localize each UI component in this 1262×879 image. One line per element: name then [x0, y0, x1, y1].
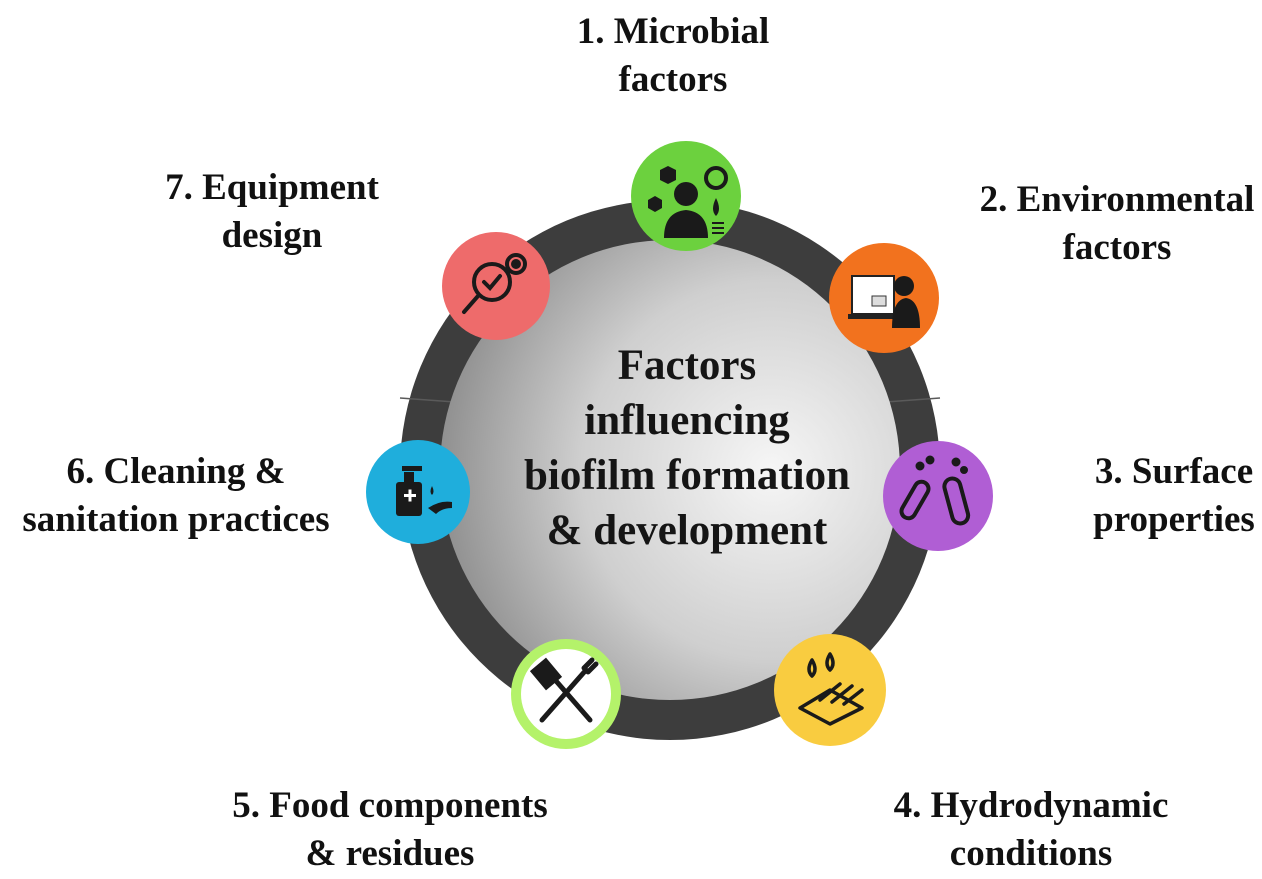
- center-title-line-2: influencing: [584, 397, 790, 444]
- factor-label-environmental: 2. Environmental factors: [952, 176, 1262, 272]
- factor-node-2: [829, 243, 939, 353]
- factor-label-food: 5. Food components & residues: [210, 782, 570, 878]
- water-flow-icon: [798, 652, 864, 726]
- grill-utensils-icon: [529, 657, 599, 723]
- factor-label-line-1: 1. Microbial: [576, 11, 770, 52]
- center-title-line-3: biofilm formation: [523, 452, 851, 499]
- factor-label-cleaning: 6. Cleaning & sanitation practices: [0, 448, 352, 544]
- factor-label-line-2: properties: [1093, 499, 1255, 540]
- factor-label-line-1: 3. Surface: [1094, 451, 1254, 492]
- hand-sanitizer-icon: [396, 466, 452, 516]
- factor-label-line-2: conditions: [949, 833, 1113, 874]
- factor-node-5: [511, 639, 621, 749]
- test-tubes-icon: [899, 455, 971, 526]
- factor-label-line-1: 7. Equipment: [165, 167, 379, 208]
- factor-node-4: [774, 634, 886, 746]
- magnifier-gear-icon: [462, 253, 527, 314]
- lab-worker-icon: [848, 275, 920, 328]
- center-disc: [440, 240, 900, 700]
- center-title-line-1: Factors: [617, 342, 757, 389]
- factor-label-line-1: 5. Food components: [232, 785, 548, 826]
- factor-node-1: [631, 141, 741, 251]
- factor-label-line-1: 4. Hydrodynamic: [893, 785, 1169, 826]
- factor-label-line-1: 2. Environmental: [979, 179, 1255, 220]
- factor-label-line-2: factors: [618, 59, 728, 100]
- factor-label-equipment: 7. Equipment design: [122, 164, 422, 260]
- factor-node-3: [883, 441, 993, 551]
- center-title: Factors influencing biofilm formation & …: [487, 338, 887, 558]
- factor-label-line-2: sanitation practices: [22, 499, 330, 540]
- factor-label-line-1: 6. Cleaning &: [66, 451, 286, 492]
- factor-label-hydrodynamic: 4. Hydrodynamic conditions: [866, 782, 1196, 878]
- microbe-scientist-icon: [648, 166, 728, 238]
- center-title-line-4: & development: [546, 507, 828, 554]
- factor-label-line-2: & residues: [305, 833, 475, 874]
- factor-label-line-2: factors: [1062, 227, 1172, 268]
- factor-node-7: [442, 232, 550, 340]
- factor-label-line-2: design: [221, 215, 323, 256]
- ring-separator-right: [885, 397, 941, 403]
- factor-label-surface: 3. Surface properties: [1074, 448, 1262, 544]
- factor-label-microbial: 1. Microbial factors: [523, 8, 823, 104]
- ring-separator-left: [399, 397, 456, 403]
- factor-node-6: [366, 440, 470, 544]
